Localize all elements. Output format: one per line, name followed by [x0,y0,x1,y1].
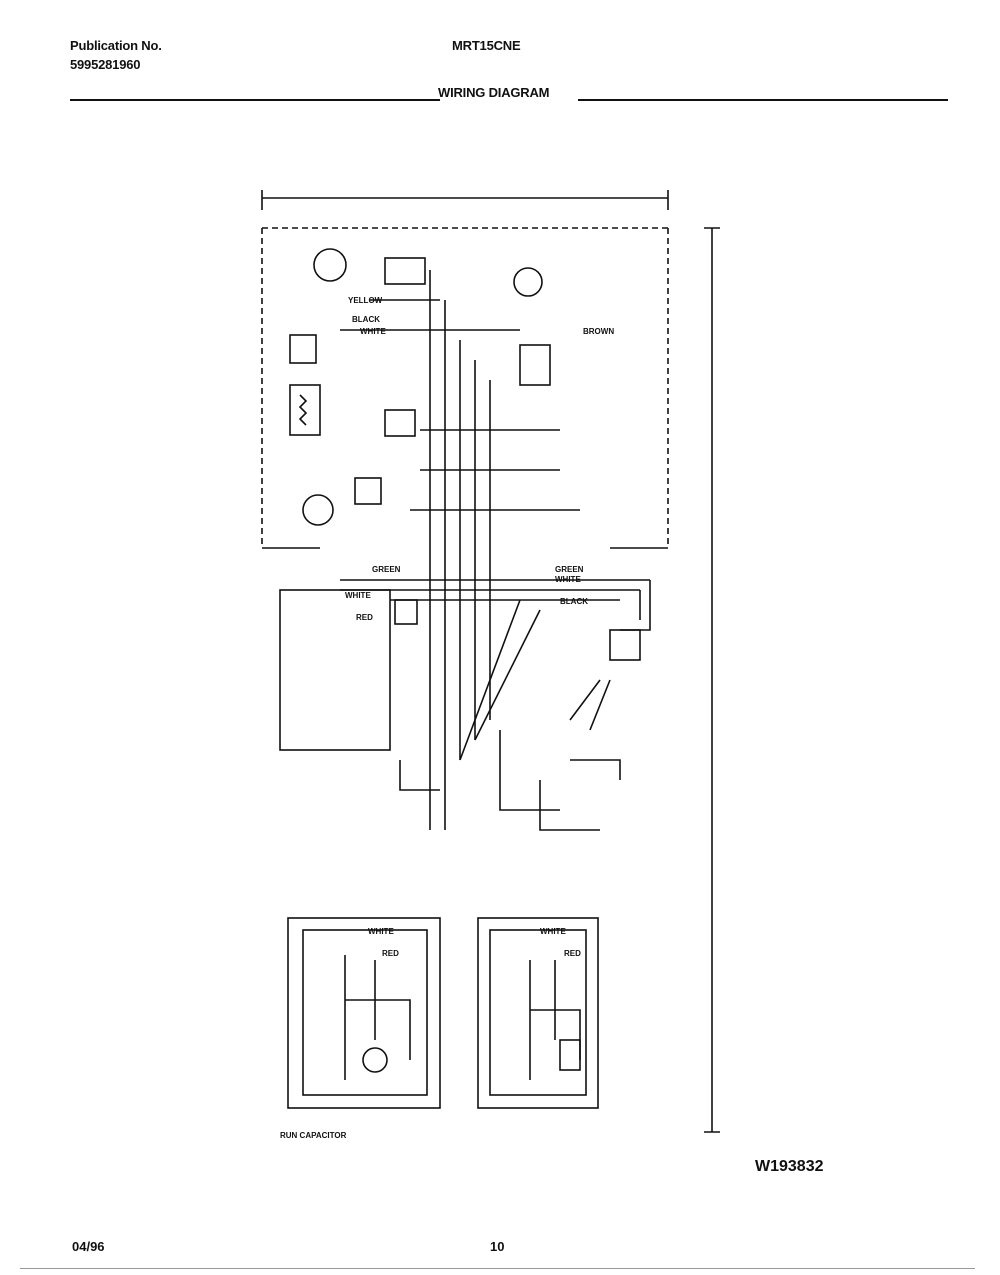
cold-control [289,334,317,364]
bottom-right-wires [499,730,621,831]
footer-date: 04/96 [72,1239,105,1254]
wire-label-white: WHITE [360,327,386,336]
inset-right-box [477,917,599,1109]
publication-number: 5995281960 [70,57,141,72]
wire-label-yellow: YELLOW [348,296,383,305]
bottom-left-wires [399,760,446,830]
wire-label-brown: BROWN [583,327,614,336]
wire-label-green-right: GREEN [555,565,584,574]
wire-label-white-right: WHITE [555,575,581,584]
page-title: WIRING DIAGRAM [438,85,550,100]
inset-right-red: RED [564,949,581,958]
inset-right-inner [489,929,587,1096]
wire-label-white-comp: WHITE [345,591,371,600]
inset-right-circuit [529,960,581,1080]
plug-connector [354,477,382,505]
inset-left-red: RED [382,949,399,958]
publication-label: Publication No. [70,38,162,53]
wire-label-green: GREEN [372,565,401,574]
refrigerator-frame [261,227,669,548]
defrost-heater-block [289,384,321,436]
inset-right-relay [559,1039,581,1071]
harness-vertical [429,270,491,800]
defrost-thermostat [384,409,416,437]
lower-wires [340,579,650,761]
inset-right-white: WHITE [540,927,566,936]
compressor-outline [279,589,391,751]
header-rule-left [70,99,440,101]
page-number: 10 [490,1239,505,1254]
diagram-number: W193832 [755,1158,824,1175]
door-switch [609,629,641,661]
capacitor-wires [569,679,611,731]
light-socket [513,267,543,297]
footer-rule [20,1268,975,1269]
right-wire-loop [620,580,651,631]
dimension-line-top [261,190,669,210]
header-rule-right [578,99,948,101]
inset-left-run-capacitor: RUN CAPACITOR [280,1131,347,1140]
wire-label-black: BLACK [352,315,380,324]
inset-left-box [287,917,441,1109]
relay-box [394,599,418,625]
inset-left-white: WHITE [368,927,394,936]
defrost-heater-coil [298,394,308,426]
terminal-block [519,344,551,386]
inset-left-ptc-relay [362,1047,388,1073]
inset-left-circuit [344,955,411,1080]
evaporator-fan-motor [313,248,347,282]
defrost-timer [384,257,426,285]
wire-label-black-right: BLACK [560,597,588,606]
inset-left-inner [302,929,428,1096]
model-number: MRT15CNE [452,38,521,53]
dimension-line-right [704,227,720,1133]
condenser-fan-motor [302,494,334,526]
wire-label-red: RED [356,613,373,622]
harness-horizontal [340,299,580,511]
